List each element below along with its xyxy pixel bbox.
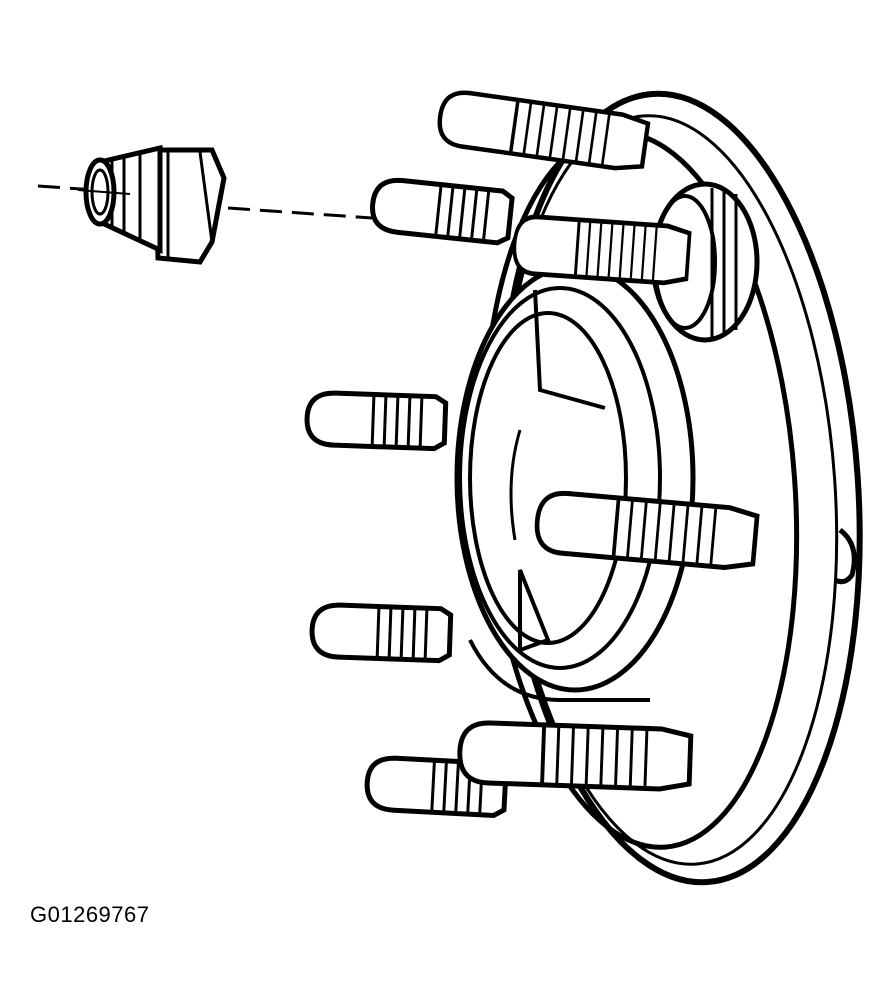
wheel-stud-icon bbox=[370, 178, 513, 244]
wheel-stud-icon bbox=[459, 722, 691, 790]
wheel-stud-icon bbox=[513, 215, 690, 284]
figure-id-label: G01269767 bbox=[30, 902, 150, 927]
wheel-stud-icon bbox=[306, 392, 446, 449]
lug-nut-icon bbox=[77, 144, 227, 265]
wheel-stud-icon bbox=[311, 604, 451, 661]
